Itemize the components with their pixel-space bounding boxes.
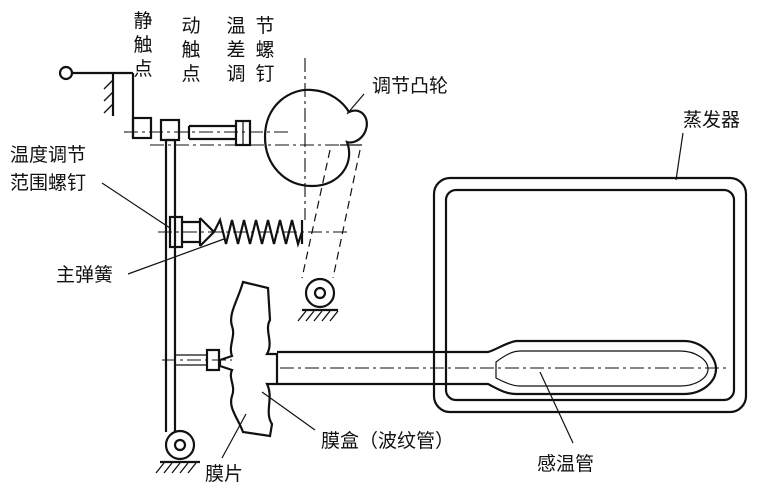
main-spring (213, 216, 304, 248)
lever (164, 138, 177, 432)
moving-contact (159, 118, 181, 142)
label-static-contact-2: 触 (133, 34, 152, 56)
label-bellows: 膜盒（波纹管） (321, 430, 454, 452)
label-diff-screw-1c: 调 (226, 63, 245, 85)
label-range-screw-2: 范围螺钉 (10, 172, 86, 194)
bellows (218, 280, 279, 438)
bottom-pivot (155, 429, 200, 474)
capillary-tube (277, 339, 718, 396)
label-cam: 调节凸轮 (372, 75, 448, 97)
bellows-screw (162, 348, 232, 372)
static-contact (131, 116, 153, 140)
label-diff-screw-2a: 节 (255, 15, 274, 37)
label-range-screw-1: 温度调节 (10, 144, 86, 166)
lower-pivot (297, 277, 339, 322)
leader-lines (101, 93, 684, 459)
label-diff-screw-1b: 差 (226, 39, 245, 61)
evaporator (432, 176, 748, 414)
range-screw (158, 215, 350, 249)
label-main-spring: 主弹簧 (56, 264, 113, 286)
label-static-contact-1: 静 (133, 10, 152, 32)
label-diff-screw-1a: 温 (226, 15, 245, 37)
label-static-contact-3: 点 (133, 58, 152, 80)
label-evaporator: 蒸发器 (683, 109, 740, 131)
label-sensing-tube: 感温管 (537, 453, 594, 475)
label-moving-contact-2: 触 (181, 39, 200, 61)
label-diff-screw-2b: 螺 (255, 39, 274, 61)
label-moving-contact-1: 动 (181, 15, 200, 37)
top-pivot (58, 65, 135, 138)
cam (263, 58, 368, 220)
label-diff-screw-2c: 钉 (255, 63, 274, 85)
label-moving-contact-3: 点 (181, 63, 200, 85)
label-diaphragm: 膜片 (205, 463, 243, 485)
diff-screw (187, 119, 252, 147)
sensing-tube (495, 350, 709, 387)
